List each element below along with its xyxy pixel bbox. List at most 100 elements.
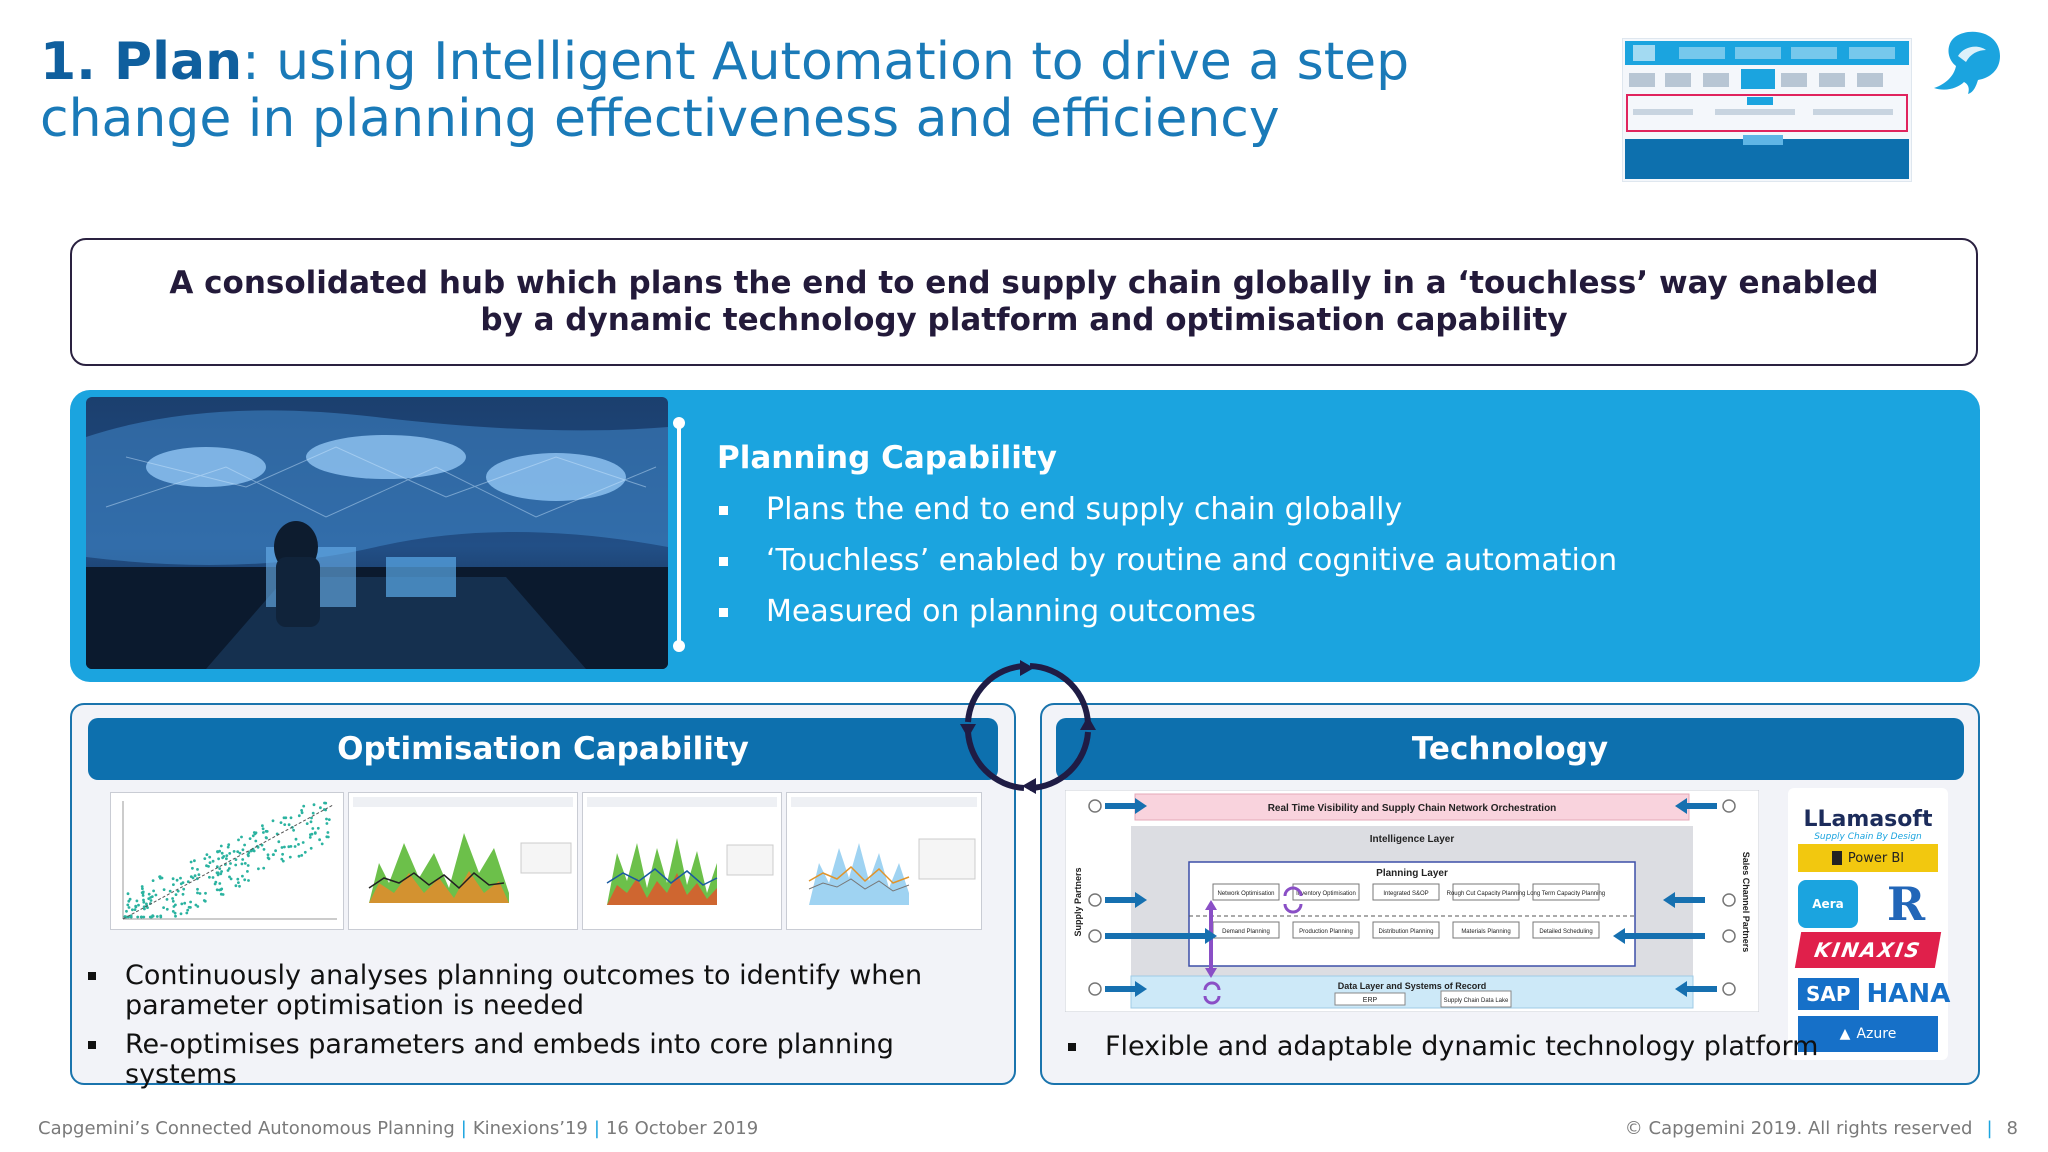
- kinaxis-logo: KINAXIS: [1794, 932, 1942, 968]
- scatter-dot: [234, 884, 238, 888]
- scatter-dot: [310, 816, 313, 820]
- scatter-dot: [261, 824, 264, 828]
- scatter-dot: [142, 915, 146, 919]
- optimisation-heading-bar: Optimisation Capability: [88, 718, 998, 780]
- scatter-dot: [301, 841, 305, 844]
- scatter-dot: [189, 900, 192, 904]
- scatter-dot: [142, 900, 146, 904]
- scatter-dot: [237, 881, 240, 884]
- scatter-dot: [252, 831, 256, 834]
- scatter-dot: [171, 899, 175, 903]
- scatter-dot: [158, 875, 162, 878]
- scatter-dot: [265, 836, 268, 840]
- scatter-dot: [226, 845, 230, 849]
- scatter-dot: [313, 832, 317, 835]
- scatter-dot: [294, 837, 298, 841]
- scatter-dot: [288, 855, 292, 859]
- panel-divider-line: [673, 417, 685, 652]
- cycle-arrows-icon: [958, 656, 1098, 796]
- scatter-dot: [149, 899, 153, 902]
- area-chart-thumbnail-3: [786, 792, 982, 930]
- scatter-dot: [292, 828, 295, 832]
- scatter-dot: [283, 845, 286, 849]
- scatter-dot: [196, 887, 199, 891]
- scatter-dot: [137, 903, 140, 907]
- scatter-dot: [147, 897, 151, 900]
- power-bi-logo: Power BI: [1798, 844, 1938, 872]
- hub-statement-box: A consolidated hub which plans the end t…: [70, 238, 1978, 366]
- scatter-dot: [326, 835, 330, 839]
- title-bold-part: 1. Plan: [40, 32, 243, 92]
- scatter-dot: [265, 830, 269, 833]
- technology-architecture-diagram: Real Time Visibility and Supply Chain Ne…: [1064, 789, 1760, 1013]
- scatter-dot: [240, 862, 244, 866]
- scatter-dot: [327, 818, 331, 821]
- optimisation-heading: Optimisation Capability: [337, 731, 749, 767]
- scatter-dot: [271, 819, 275, 823]
- scatter-dot: [197, 873, 201, 876]
- scatter-dot: [208, 861, 212, 864]
- scatter-dot: [219, 872, 223, 876]
- planning-box-row1-box: [1532, 883, 1600, 901]
- scatter-dot: [162, 888, 166, 891]
- scatter-dot: [151, 914, 155, 917]
- scatter-dot: [126, 903, 130, 907]
- scatter-dot: [240, 835, 243, 839]
- scatter-dot: [241, 874, 244, 878]
- planning-box-row2-label: Demand Planning: [1222, 929, 1270, 935]
- scatter-dot: [300, 854, 304, 857]
- scatter-dot: [283, 823, 287, 826]
- scatter-dot: [218, 882, 222, 885]
- scatter-dot: [186, 880, 190, 884]
- scatter-dot: [218, 888, 221, 892]
- footer-copyright: © Capgemini 2019. All rights reserved: [1624, 1118, 1973, 1139]
- planning-box-row2-label: Distribution Planning: [1378, 929, 1433, 935]
- scatter-dot: [236, 877, 240, 881]
- scatter-dot: [189, 875, 193, 878]
- diagram-planning-layer: Planning Layer: [1376, 868, 1448, 879]
- scatter-dot: [198, 892, 202, 895]
- scatter-dot: [243, 843, 247, 847]
- scatter-dot: [323, 801, 326, 805]
- scatter-dot: [221, 856, 224, 860]
- scatter-dot: [215, 871, 219, 875]
- scatter-dot: [203, 857, 207, 860]
- scatter-dot: [151, 879, 155, 882]
- planning-box-row2-label: Materials Planning: [1461, 929, 1510, 935]
- planning-box-row2-box: [1292, 921, 1360, 939]
- scatter-dot: [241, 848, 245, 852]
- scatter-dot: [150, 895, 154, 898]
- scatter-dot: [234, 858, 238, 861]
- scatter-dot: [232, 850, 236, 853]
- scatter-dot: [305, 822, 309, 825]
- scatter-dot: [281, 852, 284, 856]
- scatter-chart-thumbnail: [110, 792, 344, 930]
- scatter-dot: [179, 912, 183, 916]
- scatter-dot: [247, 879, 250, 882]
- scatter-dot: [280, 846, 284, 849]
- scatter-dot: [213, 882, 217, 886]
- scatter-dot: [297, 814, 301, 818]
- planning-box-row1-label: Rough Cut Capacity Planning: [1447, 891, 1526, 897]
- scatter-dot: [185, 911, 189, 915]
- scatter-dot: [215, 865, 219, 869]
- scatter-dot: [311, 811, 315, 815]
- scatter-dot: [236, 850, 240, 853]
- scatter-dot: [262, 848, 266, 851]
- scatter-dot: [316, 826, 320, 830]
- scatter-dot: [251, 834, 255, 838]
- scatter-dot: [159, 914, 163, 918]
- scatter-dot: [196, 891, 199, 895]
- scatter-dot: [247, 854, 250, 858]
- planning-box-row2-box: [1452, 921, 1520, 939]
- scatter-dot: [205, 853, 209, 856]
- scatter-dot: [287, 823, 291, 827]
- scatter-dot: [220, 870, 223, 873]
- scatter-dot: [249, 849, 253, 853]
- scatter-dot: [309, 833, 312, 836]
- scatter-dot: [289, 816, 293, 820]
- planning-box-row2-box: [1372, 921, 1440, 939]
- scatter-dot: [261, 827, 265, 831]
- scatter-dot: [127, 899, 131, 903]
- diagram-data-box-lake: Supply Chain Data Lake: [1444, 998, 1509, 1004]
